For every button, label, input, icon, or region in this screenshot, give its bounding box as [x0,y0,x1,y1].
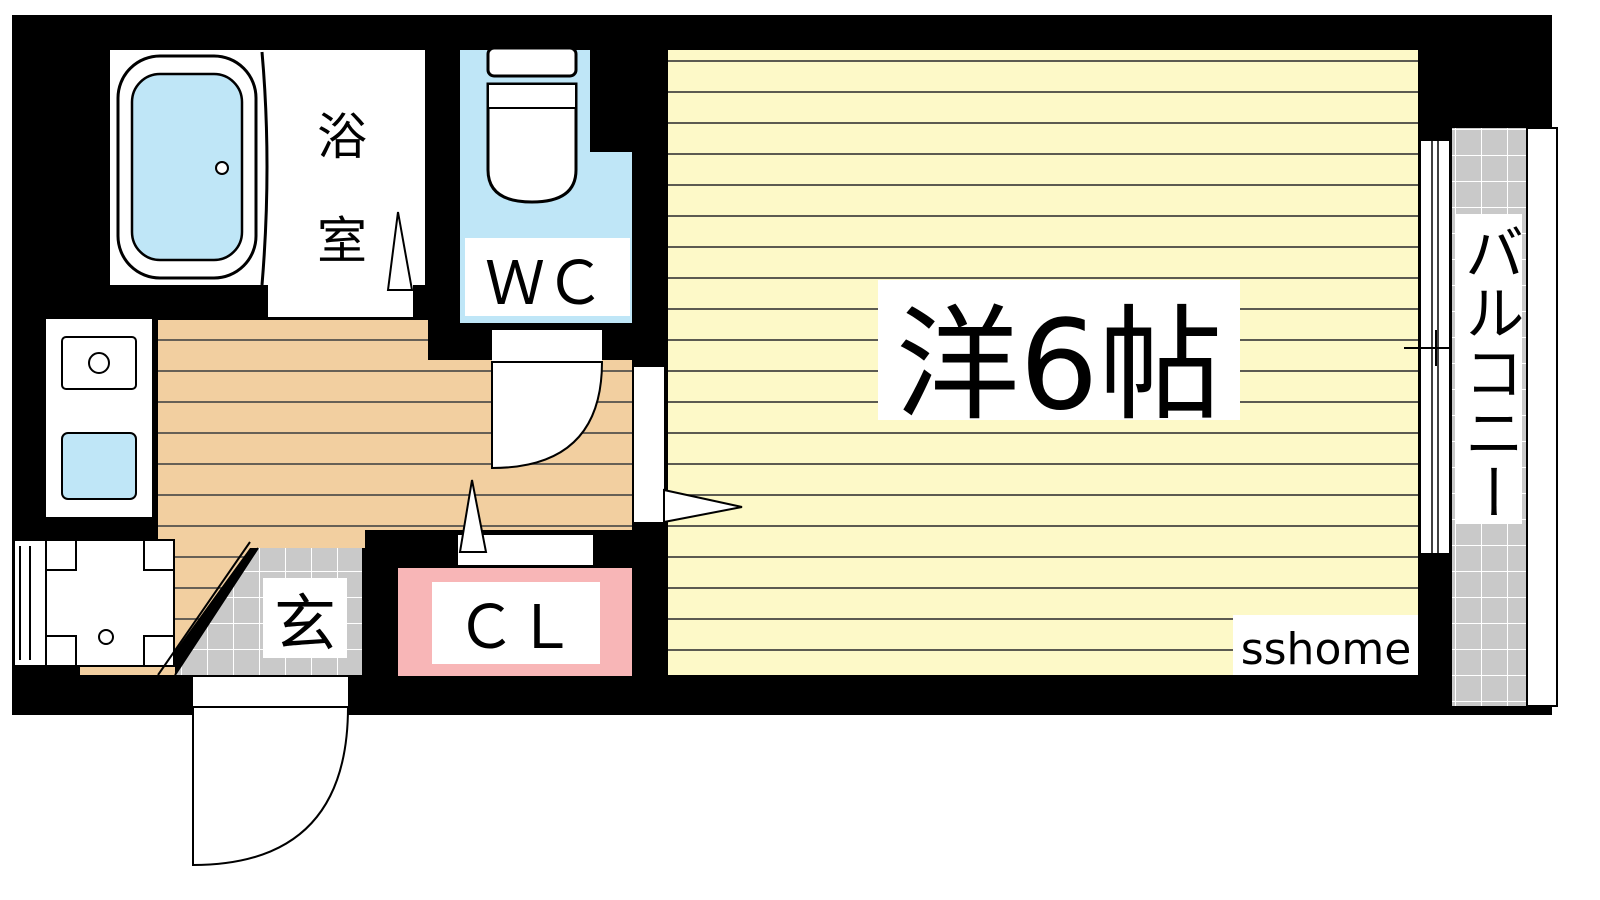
balcony-window-mark [1404,330,1455,366]
washer-pipe [19,546,31,660]
washer-corners [46,540,174,666]
wc-door-frame [492,330,602,362]
toilet-seat [487,83,577,109]
balcony-label-bg [1456,214,1522,524]
bath-label-2: 室 [317,212,367,270]
bathtub-inner [130,72,244,262]
sink [61,432,137,500]
entry-door-swing [192,706,350,867]
stove-burner [88,352,110,374]
wc-door-swing [491,361,604,470]
wc-label: ＷＣ [485,249,605,319]
bath-door-arrow [386,211,414,291]
watermark: sshome [1241,624,1412,675]
closet-label: ＣＬ [456,593,576,663]
closet-label-bg [432,582,600,664]
bath-partition [260,51,269,286]
room-door-arrow [663,488,743,524]
washer-drain [98,629,114,645]
western-room-label-bg [878,280,1240,420]
bathtub-drain [215,161,229,175]
entrance-step-edge [157,541,259,676]
room-door-frame [634,367,664,522]
watermark-bg [1233,615,1418,675]
closet-door-arrow [458,479,488,553]
toilet-bowl [486,82,578,204]
balcony-label: バルコニー [1454,222,1524,522]
bath-label-1: 浴 [317,108,367,166]
entrance-label: 玄 [274,587,336,660]
entrance-label-bg [263,578,347,658]
wc-label-bg [465,238,630,316]
western-room-label: 洋6帖 [896,294,1223,438]
washer [45,539,175,667]
balcony-rail [1526,127,1558,707]
toilet-tank [486,46,578,78]
